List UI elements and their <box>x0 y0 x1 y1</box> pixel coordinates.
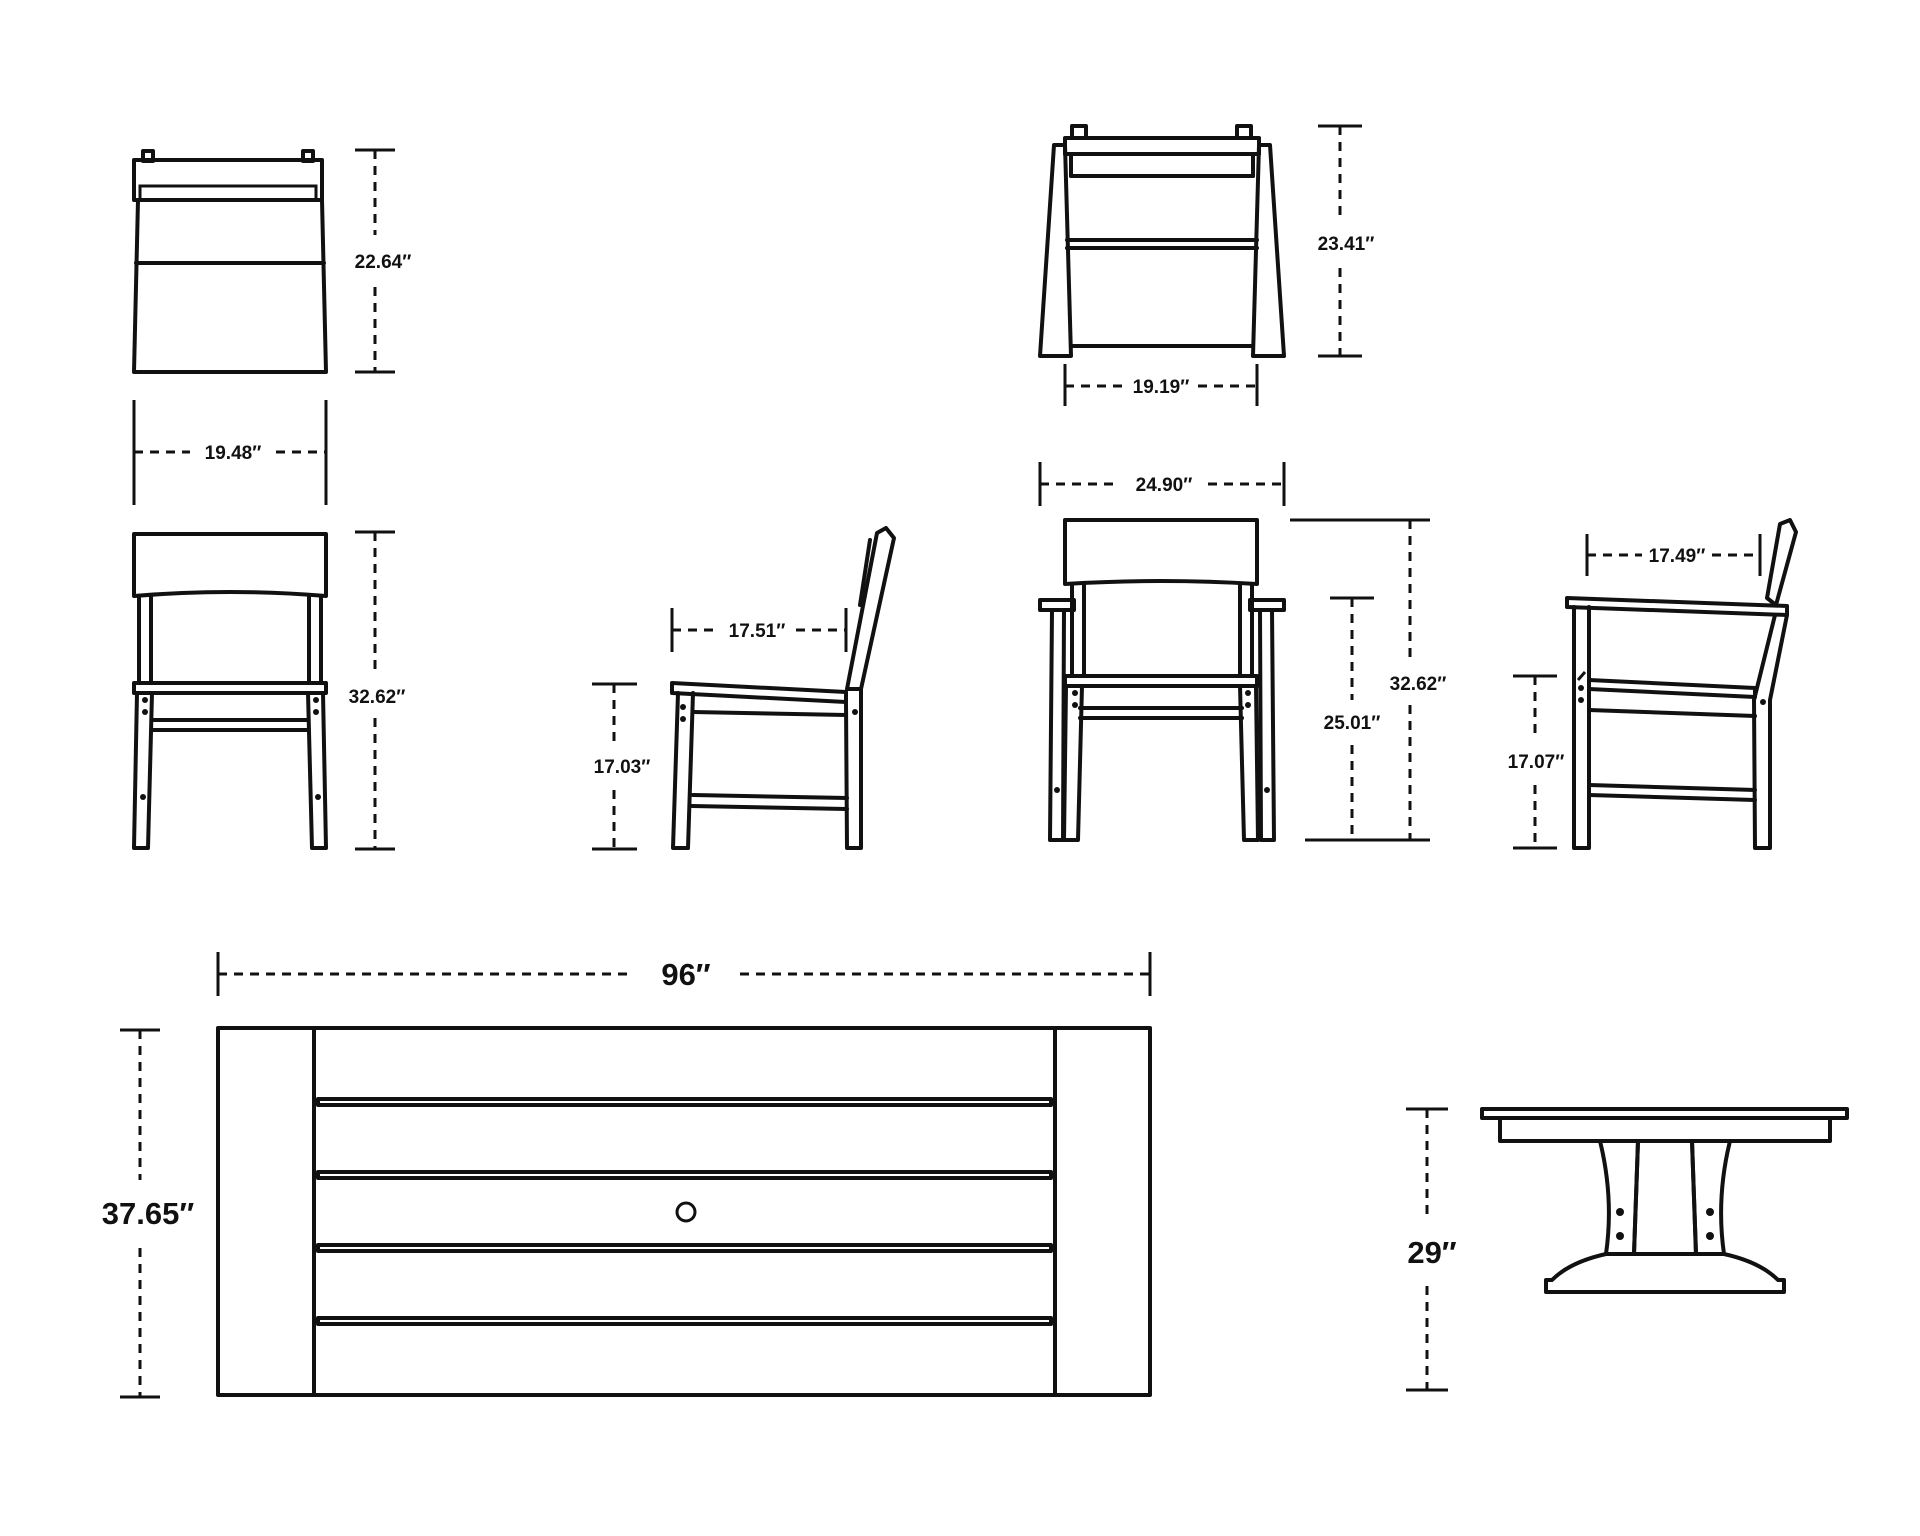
side-chair-side-rear-leg <box>844 687 863 850</box>
arm-chair-front-arm-support-right <box>1258 608 1276 842</box>
arm-chair-side-backrest <box>1765 518 1798 607</box>
table-length-label: 96″ <box>661 957 710 992</box>
arm-chair-height-label: 32.62″ <box>1390 674 1447 695</box>
table-top-outline <box>216 1026 1152 1397</box>
arm-chair-side-view <box>1565 518 1798 850</box>
arm-chair-arm-height-label: 25.01″ <box>1324 713 1381 734</box>
side-chair-front-leg-left <box>132 691 154 850</box>
side-chair-side-backrest <box>845 526 896 691</box>
side-chair-back-height-label: 22.64″ <box>355 252 412 273</box>
arm-chair-back-height-label: 23.41″ <box>1318 234 1375 255</box>
arm-chair-seat <box>1063 674 1259 688</box>
table-base <box>1544 1252 1786 1294</box>
side-chair-seat-height-label: 17.03″ <box>594 757 651 778</box>
arm-chair-armrest-left <box>1038 598 1076 612</box>
arm-chair-back-leg-right <box>1251 143 1286 358</box>
side-chair-depth-label: 17.51″ <box>729 621 786 642</box>
arm-chair-armrest-right <box>1248 598 1286 612</box>
arm-chair-backrest-top <box>1063 136 1261 156</box>
dimension-lines <box>120 124 1762 1399</box>
arm-chair-side-seat <box>1587 678 1757 699</box>
arm-chair-side-front-leg <box>1572 605 1591 850</box>
side-chair-side-view <box>670 526 896 850</box>
table-side-apron <box>1498 1116 1832 1143</box>
dimension-labels: 22.64″ 19.48″ 32.62″ 17.03″ 17.51″ 23.41… <box>102 234 1706 1270</box>
side-chair-back-panel <box>132 198 328 374</box>
arm-chair-inner-width-label: 19.19″ <box>1133 377 1190 398</box>
arm-chair-front-view <box>1038 518 1286 842</box>
side-chair-back-view <box>132 149 328 374</box>
side-chair-front-view <box>132 532 328 850</box>
arm-chair-back-leg-left <box>1038 143 1073 358</box>
side-chair-side-front-leg <box>671 691 695 850</box>
arm-chair-front-arm-support-left <box>1048 608 1066 842</box>
side-chair-side-seat <box>670 681 848 704</box>
arm-chair-depth-label: 17.49″ <box>1649 546 1706 567</box>
umbrella-hole <box>675 1201 697 1223</box>
side-chair-height-label: 32.62″ <box>349 687 406 708</box>
table-height-label: 29″ <box>1407 1235 1456 1270</box>
side-chair-front-leg-right <box>306 691 328 850</box>
side-chair-backrest-top <box>132 158 324 202</box>
arm-chair-back-view <box>1038 124 1286 358</box>
arm-chair-seat-height-label: 17.07″ <box>1508 752 1565 773</box>
side-chair-width-label: 19.48″ <box>205 443 262 464</box>
arm-chair-side-rear-leg <box>1752 613 1789 850</box>
table-side-view <box>1480 1107 1849 1294</box>
table-top-view <box>216 1026 1152 1397</box>
side-chair-backrest <box>132 532 328 598</box>
arm-chair-width-label: 24.90″ <box>1136 475 1193 496</box>
side-chair-seat <box>132 681 328 695</box>
arm-chair-backrest <box>1063 518 1259 586</box>
arm-chair-side-armrest <box>1565 596 1789 617</box>
table-width-label: 37.65″ <box>102 1196 195 1231</box>
